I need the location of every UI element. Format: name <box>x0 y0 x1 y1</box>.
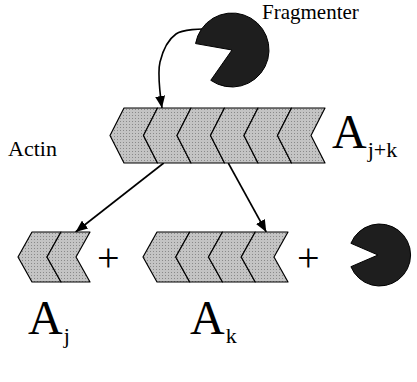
pacman-outline <box>194 12 270 88</box>
filament-subscript: j+k <box>368 139 398 161</box>
filament-symbol: A <box>28 294 63 342</box>
actin-filament: ActinAj+k <box>110 108 325 163</box>
filament-symbol: A <box>190 294 225 342</box>
actin-label: Actin <box>8 138 57 160</box>
actin-subunit <box>278 108 326 163</box>
plus-sign: + <box>297 238 320 278</box>
filament-outline <box>110 108 325 163</box>
process-arrow <box>228 163 266 232</box>
actin-subunit <box>241 232 288 282</box>
actin-fragment: Aj <box>18 232 90 282</box>
filament-outline <box>143 232 288 282</box>
fragmenter-symbol <box>351 224 411 286</box>
actin-subunit <box>47 232 90 282</box>
actin-fragment: Ak <box>143 232 288 282</box>
filament-symbol: A <box>332 108 367 156</box>
process-arrow <box>76 163 164 232</box>
fragmenter-body <box>196 13 269 87</box>
fragmenter-label: Fragmenter <box>262 2 359 23</box>
filament-outline <box>18 232 90 282</box>
fragmenter-pacman: Fragmenter <box>194 12 270 88</box>
filament-subscript: k <box>226 325 237 347</box>
plus-sign: + <box>97 238 120 278</box>
filament-subscript: j <box>64 325 70 347</box>
